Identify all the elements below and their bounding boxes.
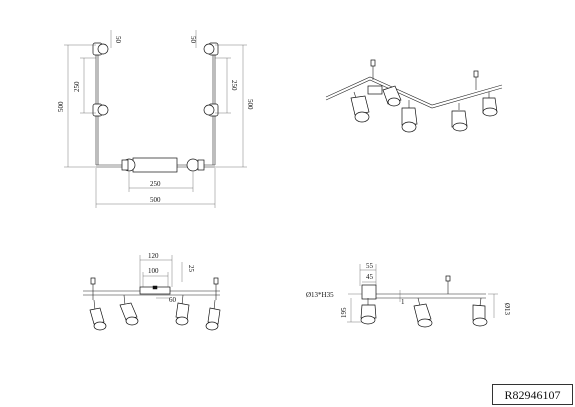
- dim-top-left: 50: [114, 36, 122, 44]
- spot-top-right: [203, 42, 219, 56]
- spot-top-left: [92, 42, 109, 56]
- dim-55: 55: [366, 262, 374, 270]
- dim-mid-right: 250: [230, 80, 238, 91]
- dim-full-right: 500: [246, 99, 254, 110]
- dim-1: 1: [401, 298, 405, 306]
- product-code: R82946107: [504, 388, 561, 402]
- dim-bottom-inner: 250: [150, 180, 161, 188]
- side-spot-1: [360, 298, 377, 325]
- front-spot-2: [119, 294, 139, 326]
- product-code-box: R82946107: [492, 384, 573, 405]
- dim-195: 195: [340, 307, 348, 318]
- front-spot-4: [205, 299, 221, 331]
- front-view: 120 100 25 60: [83, 252, 221, 331]
- spot-mid-left: [92, 103, 109, 117]
- top-view: 50 50 250 250 500 500 250 500: [57, 30, 254, 208]
- iso-spot-1: [350, 91, 370, 123]
- dim-120: 120: [148, 252, 159, 260]
- dim-13: Ø13: [503, 303, 511, 316]
- dim-full-left: 500: [57, 101, 65, 112]
- iso-spot-2: [382, 85, 402, 107]
- iso-spot-4: [451, 103, 468, 132]
- dim-bottom-outer: 500: [150, 196, 161, 204]
- spot-mid-right: [203, 103, 219, 117]
- side-spot-2: [413, 297, 433, 328]
- dim-top-right: 50: [189, 36, 197, 44]
- spot-bottom-right: [186, 158, 205, 172]
- dim-diameter-height: Ø13*H35: [306, 291, 334, 299]
- iso-spot-3: [401, 100, 418, 133]
- spot-bottom-left: [121, 158, 136, 172]
- front-spot-1: [89, 299, 107, 331]
- side-spot-3: [472, 297, 488, 327]
- dim-45: 45: [366, 273, 374, 281]
- dim-60: 60: [169, 296, 177, 304]
- dim-mid-left: 250: [73, 81, 81, 92]
- isometric-view: [325, 59, 503, 133]
- dim-25: 25: [187, 265, 195, 273]
- side-view: 55 45 Ø13*H35 195 1 Ø13: [306, 262, 511, 328]
- front-spot-3: [175, 294, 190, 326]
- iso-spot-5: [482, 92, 498, 117]
- dim-100: 100: [148, 267, 159, 275]
